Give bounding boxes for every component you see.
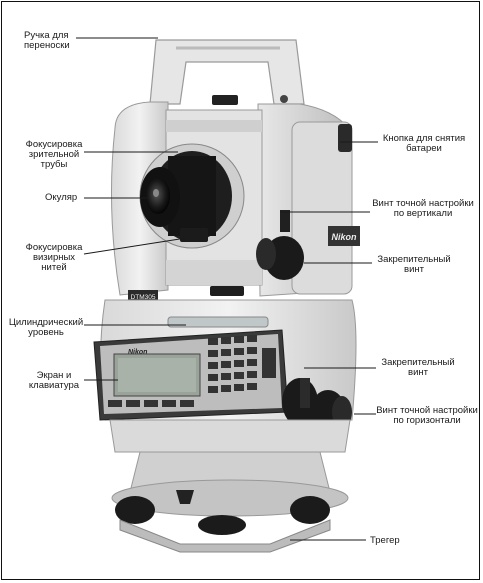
battery-release-button (338, 124, 352, 152)
reticle-focus-knob (180, 228, 208, 242)
nikon-side-badge: Nikon (328, 226, 360, 246)
label-vertical-fine-screw: Винт точной настройки по вертикали (372, 198, 474, 219)
soft-keys (108, 400, 194, 407)
telescope-body-band (166, 120, 262, 132)
leader-lines (76, 37, 378, 541)
label-telescope-focus: Фокусировка зрительной трубы (25, 139, 83, 170)
carrying-handle (149, 39, 305, 105)
label-reticle-focus: Фокусировка визирных нитей (25, 242, 83, 273)
handle-screw (212, 95, 238, 105)
lower-body-knob (210, 286, 244, 296)
eyepiece (140, 167, 180, 227)
label-vertical-clamp: Закрепительный винт (377, 254, 451, 275)
label-eyepiece: Окуляр (45, 192, 78, 203)
handle-screw (280, 95, 288, 103)
label-horizontal-clamp: Закрепительный винт (381, 357, 455, 378)
lower-housing-ring (109, 419, 351, 453)
label-horizontal-fine-screw: Винт точной настройки по горизонтали (376, 405, 478, 426)
label-battery-button: Кнопка для снятия батареи (382, 133, 466, 154)
svg-text:Nikon: Nikon (331, 232, 357, 242)
side-cover (291, 121, 353, 295)
panel-brand: Nikon (128, 349, 147, 356)
model-name: DTM305 (131, 294, 156, 301)
lcd-display-area (118, 358, 196, 392)
model-plate: DTM305 (128, 290, 158, 302)
label-display-keyboard: Экран и клавиатура (28, 370, 80, 391)
label-cylindrical-level: Цилиндрический уровень (8, 317, 84, 338)
plate-level-vial (167, 316, 269, 328)
control-panel: Nikon (93, 329, 289, 421)
label-carrying-handle: Ручка для переноски (24, 30, 70, 51)
keypad (208, 335, 276, 393)
vertical-clamp-screw (256, 210, 304, 280)
tribrach (111, 451, 349, 553)
label-tribrach: Трегер (370, 535, 400, 546)
horizontal-clamp-screw (282, 378, 318, 426)
telescope-body-base (166, 260, 262, 285)
